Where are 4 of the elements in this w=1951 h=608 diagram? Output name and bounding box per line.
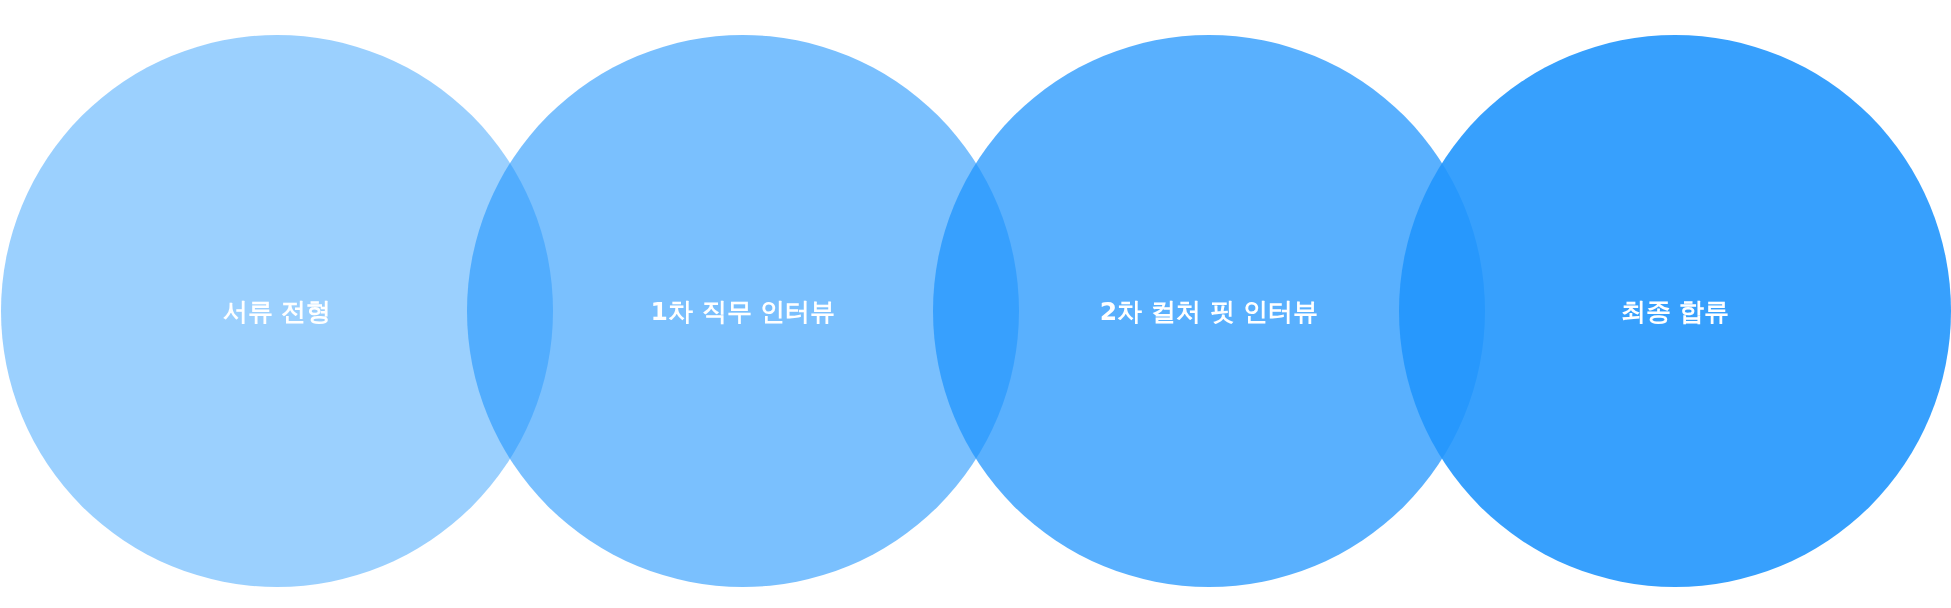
stage-label: 최종 합류 <box>1620 295 1730 328</box>
stage-label: 2차 컬처 핏 인터뷰 <box>1099 295 1319 328</box>
stage-label: 서류 전형 <box>222 295 332 328</box>
stage-label: 1차 직무 인터뷰 <box>650 295 836 328</box>
